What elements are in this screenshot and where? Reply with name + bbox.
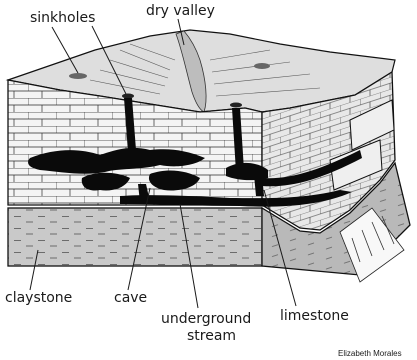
label-sinkholes: sinkholes — [30, 10, 95, 26]
label-cave: cave — [114, 290, 147, 306]
label-underground: underground — [161, 311, 251, 327]
label-dry-valley: dry valley — [146, 3, 215, 19]
label-stream: stream — [187, 328, 236, 344]
credit-text: Elizabeth Morales — [338, 349, 402, 358]
label-claystone: claystone — [5, 290, 72, 306]
label-limestone: limestone — [280, 308, 349, 324]
